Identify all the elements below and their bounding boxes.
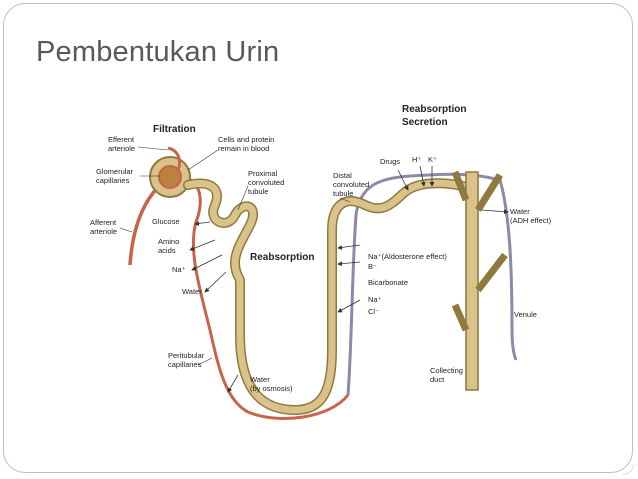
label-proximal-1: Proximal	[248, 169, 278, 178]
label-proximal-3: tubule	[248, 187, 268, 196]
leader-afferent	[119, 227, 133, 233]
label-cells-2: remain in blood	[218, 144, 269, 153]
label-bicarbonate: Bicarbonate	[368, 278, 408, 287]
arrow-na-right	[337, 299, 361, 313]
label-collecting-1: Collecting	[430, 366, 463, 375]
label-cells-1: Cells and protein	[218, 135, 274, 144]
arrow-na-left	[191, 254, 223, 271]
leader-cells	[187, 149, 219, 171]
arrow-na-aldo	[337, 244, 361, 250]
label-afferent-1: Afferent	[90, 218, 117, 227]
header-reabsorption-top: Reabsorption	[402, 104, 466, 115]
label-na-aldo: Na⁺(Aldosterone effect)	[368, 252, 447, 261]
label-distal-3: tubule	[333, 189, 353, 198]
label-na-right: Na⁺	[368, 295, 382, 304]
label-glucose: Glucose	[152, 217, 180, 226]
arrow-drugs	[397, 169, 409, 191]
leader-efferent	[137, 146, 169, 151]
slide-title: Pembentukan Urin	[36, 36, 280, 68]
label-h-plus: H⁺	[412, 155, 421, 164]
leader-peritubular	[197, 357, 213, 366]
arrow-b	[337, 261, 361, 267]
label-water-left: Water	[182, 287, 202, 296]
label-amino-1: Amino	[158, 237, 179, 246]
collecting-branch-left	[451, 170, 470, 202]
header-reabsorption-mid: Reabsorption	[250, 252, 314, 263]
label-cl-minus: Cl⁻	[368, 307, 379, 316]
header-secretion: Secretion	[402, 117, 448, 128]
label-peritubular-1: Peritubular	[168, 351, 205, 360]
arrow-glucose	[194, 221, 211, 226]
label-na-left: Na⁺	[172, 265, 186, 274]
slide-frame	[3, 3, 633, 473]
glomerulus	[158, 165, 182, 189]
label-peritubular-2: capillaries	[168, 360, 202, 369]
label-drugs: Drugs	[380, 157, 400, 166]
label-venule: Venule	[514, 310, 537, 319]
collecting-duct-fill	[465, 171, 479, 391]
label-water-adh-1: Water	[510, 207, 530, 216]
label-amino-2: acids	[158, 246, 176, 255]
svg-text:Water(by osmosis): Water(by osmosis)	[250, 375, 293, 393]
renal-tubule-inner	[184, 179, 474, 414]
collecting-branch-low	[475, 252, 508, 293]
arrow-h	[419, 165, 426, 187]
label-collecting-2: duct	[430, 375, 445, 384]
efferent-arteriole	[167, 146, 182, 171]
leader-distal	[339, 197, 351, 203]
label-efferent-1: Efferent	[108, 135, 135, 144]
label-water-adh-2: (ADH effect)	[510, 216, 552, 225]
label-water-osmosis-2: (by osmosis)	[250, 384, 293, 393]
label-distal-2: convoluted	[333, 180, 369, 189]
leader-proximal	[237, 185, 249, 211]
label-efferent-2: arteriole	[108, 144, 135, 153]
arrow-water-left	[204, 271, 227, 293]
label-afferent-2: arteriole	[90, 227, 117, 236]
peritubular-capillary	[177, 176, 350, 420]
label-glomerular-1: Glomerular	[96, 167, 134, 176]
label-k-plus: K⁺	[428, 155, 437, 164]
collecting-branch-low2	[451, 303, 470, 332]
label-water-osmosis-1: Water	[250, 375, 270, 384]
label-proximal-2: convoluted	[248, 178, 284, 187]
venule-vessel	[346, 172, 518, 396]
arrow-amino	[189, 239, 216, 251]
label-b-minus: B⁻	[368, 262, 377, 271]
arrow-water-osmosis	[227, 374, 239, 393]
label-glomerular-2: capillaries	[96, 176, 130, 185]
svg-text:Water(ADH effect): Water(ADH effect)	[510, 207, 552, 225]
collecting-branch-right	[475, 173, 503, 212]
header-filtration: Filtration	[153, 124, 196, 135]
afferent-arteriole	[128, 183, 162, 266]
label-distal-1: Distal	[333, 171, 352, 180]
arrow-water-adh	[481, 209, 509, 215]
